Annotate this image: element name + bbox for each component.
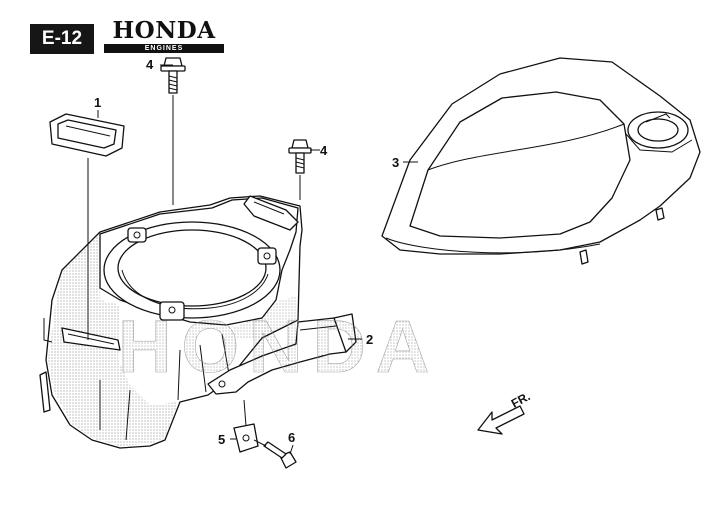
brand-bar — [104, 44, 224, 53]
callout-5: 5 — [218, 432, 225, 447]
callout-6: 6 — [288, 430, 295, 445]
callout-2: 2 — [366, 332, 373, 347]
engine-cover — [381, 57, 701, 265]
grommet — [49, 113, 125, 340]
screw-part — [253, 439, 297, 469]
section-code-badge: E-12 — [30, 24, 94, 54]
bracket-arm — [207, 313, 357, 395]
clip-nut — [233, 399, 259, 453]
flange-bolt-top — [160, 57, 186, 205]
fan-housing — [39, 195, 303, 449]
callout-4-right: 4 — [320, 143, 328, 158]
flange-bolt-right — [288, 139, 312, 200]
direction-label: FR. — [509, 389, 533, 410]
brand-subtitle: ENGINES — [144, 45, 184, 52]
front-direction-arrow-icon — [477, 405, 525, 435]
callout-1: 1 — [94, 95, 101, 110]
callout-4-top: 4 — [146, 57, 154, 72]
callout-3: 3 — [392, 155, 399, 170]
brand-name: HONDA — [112, 17, 216, 44]
watermark: HONDA — [118, 305, 439, 388]
honda-logo: HONDA ENGINES — [104, 18, 224, 54]
